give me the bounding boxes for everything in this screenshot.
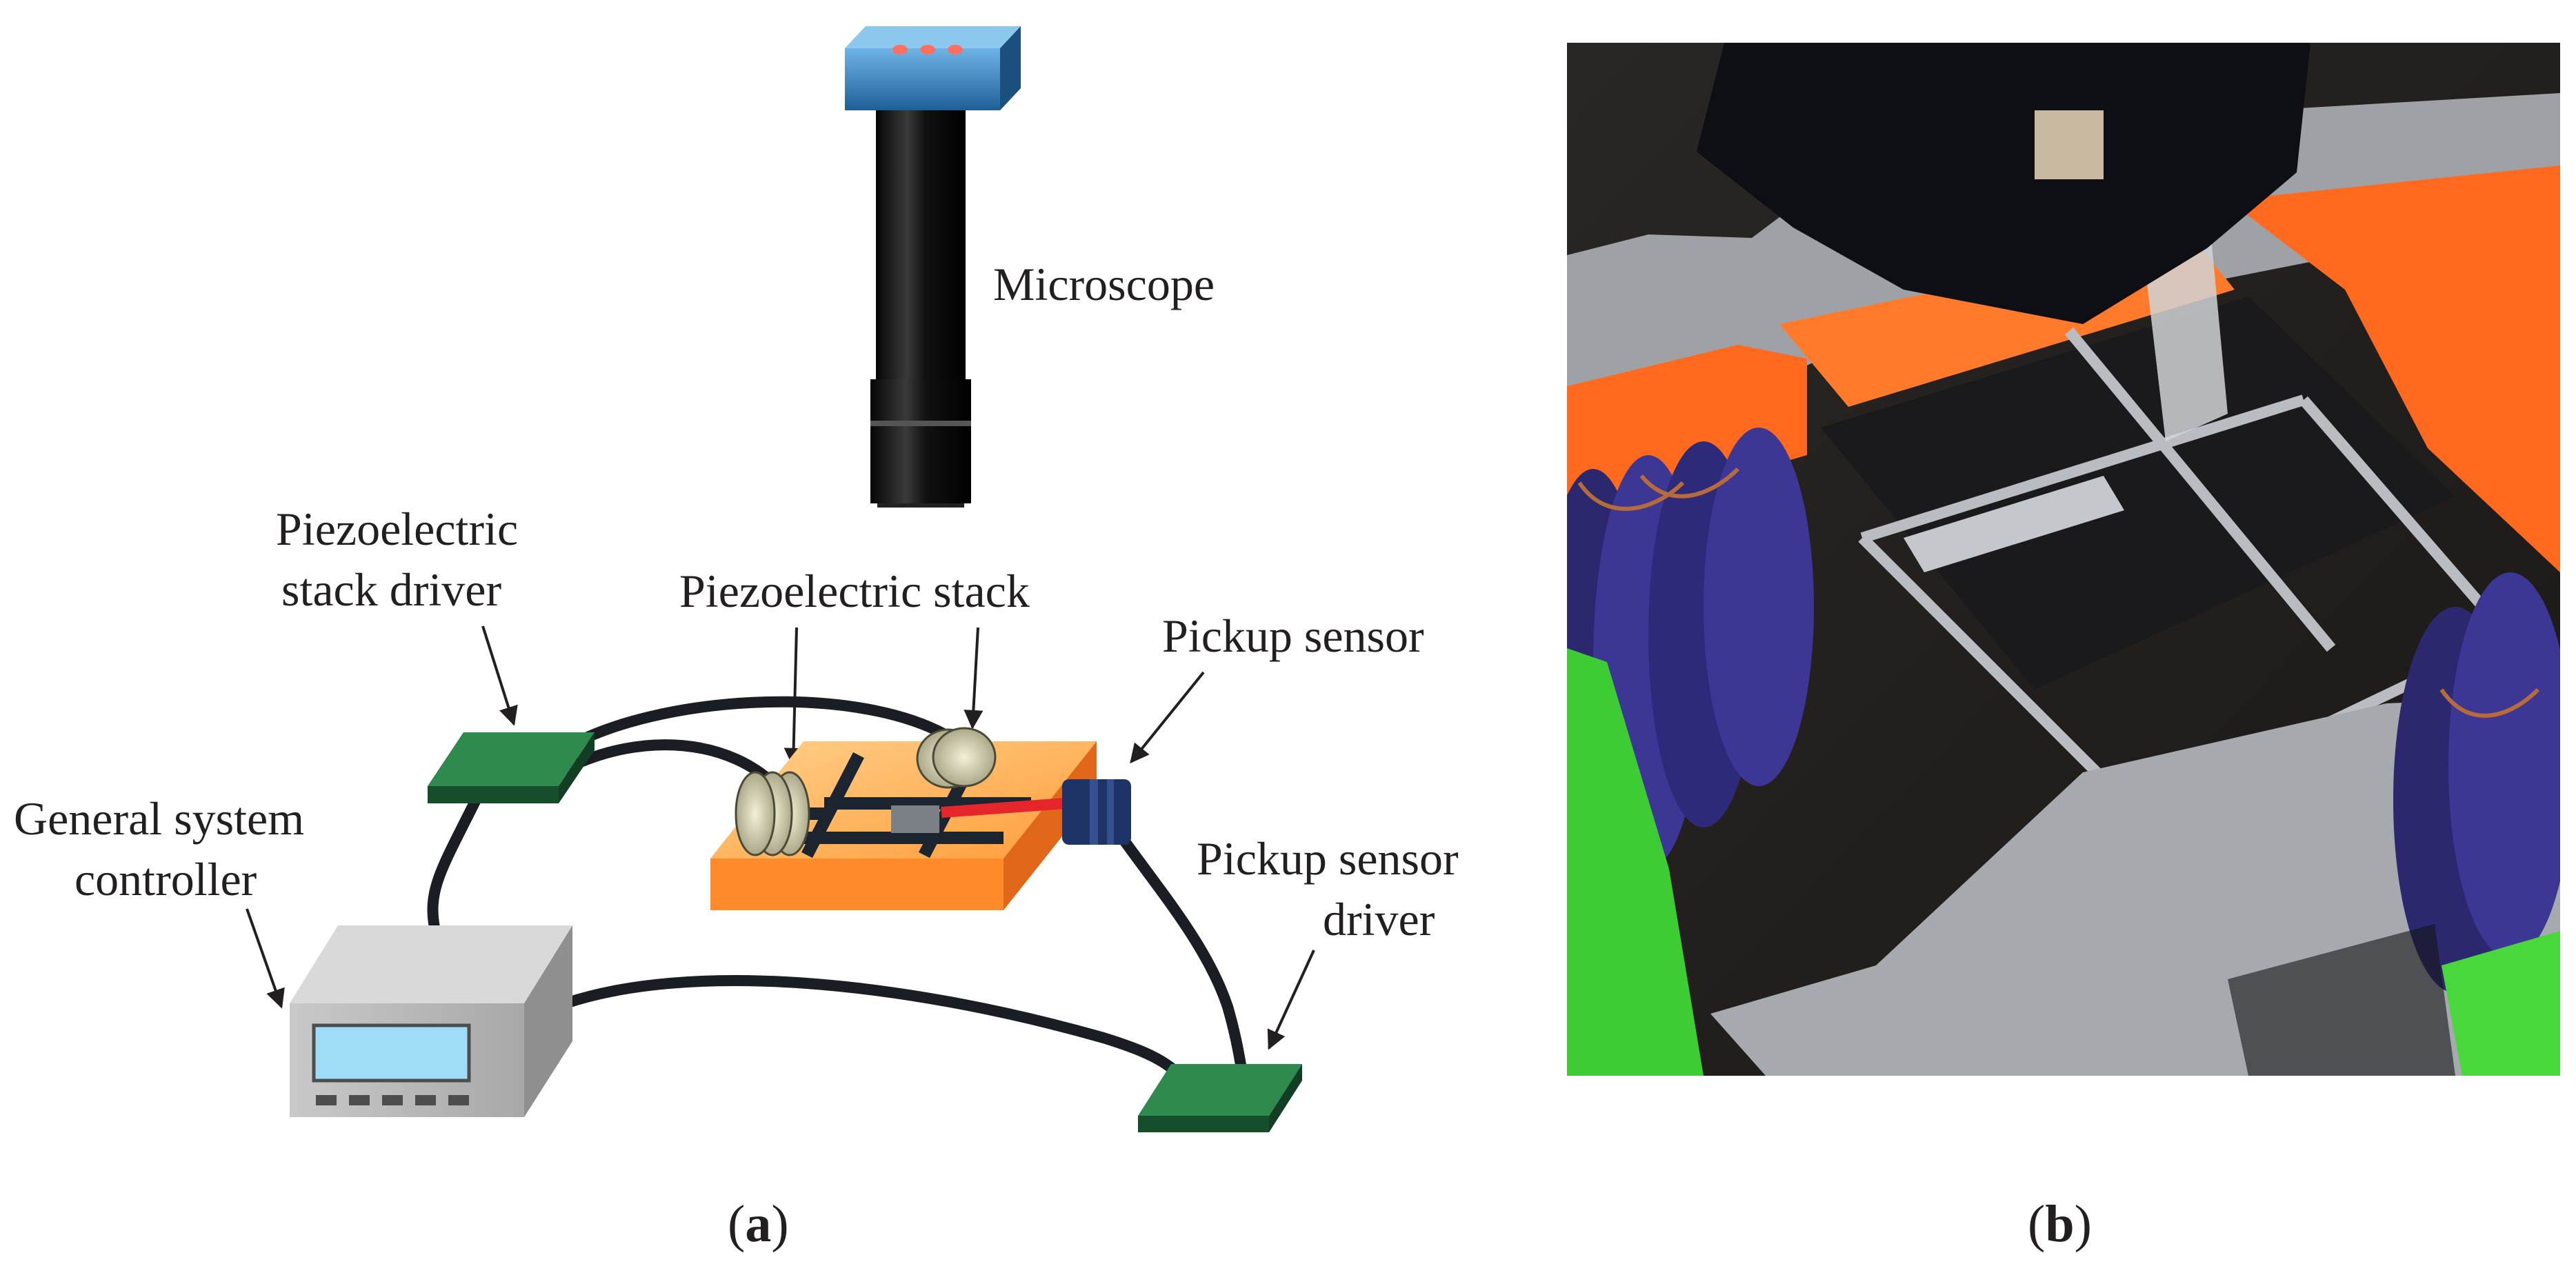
panel-b-photo <box>1567 43 2560 1076</box>
panel-a-schematic: Microscope Piezoelectric stack driver Pi… <box>14 26 1459 1132</box>
stack-driver-label-line1: Piezoelectric <box>276 503 518 555</box>
sensor-driver-label-line1: Pickup sensor <box>1197 832 1459 885</box>
indicator-light-icon <box>892 45 908 54</box>
microscope-label: Microscope <box>993 258 1215 310</box>
indicator-light-icon <box>948 45 963 54</box>
indicator-light-icon <box>920 45 935 54</box>
sensor-driver-board <box>1138 1064 1302 1132</box>
stack-driver-label-line2: stack driver <box>281 563 501 616</box>
piezo-stack-right <box>916 727 997 789</box>
pickup-sensor-label: Pickup sensor <box>1162 610 1424 662</box>
controller-label-line1: General system <box>14 792 304 845</box>
controller-screen <box>312 1023 471 1083</box>
cables <box>427 696 1247 1095</box>
caption-b: (b) <box>2028 1195 2092 1253</box>
caption-a: (a) <box>728 1195 789 1253</box>
stack-driver-board <box>428 732 595 803</box>
sensor-driver-label-line2: driver <box>1323 893 1435 945</box>
controller-buttons <box>316 1095 469 1105</box>
pickup-sensor-device <box>1062 779 1131 845</box>
stack-label: Piezoelectric stack <box>679 565 1030 617</box>
system-controller-device <box>290 925 572 1117</box>
microscope-drawing <box>845 26 1021 508</box>
coil-right-photo <box>2393 572 2560 993</box>
piezo-stack-left <box>735 771 810 856</box>
leader-arrows <box>246 625 1315 1050</box>
controller-label-line2: controller <box>74 853 257 905</box>
